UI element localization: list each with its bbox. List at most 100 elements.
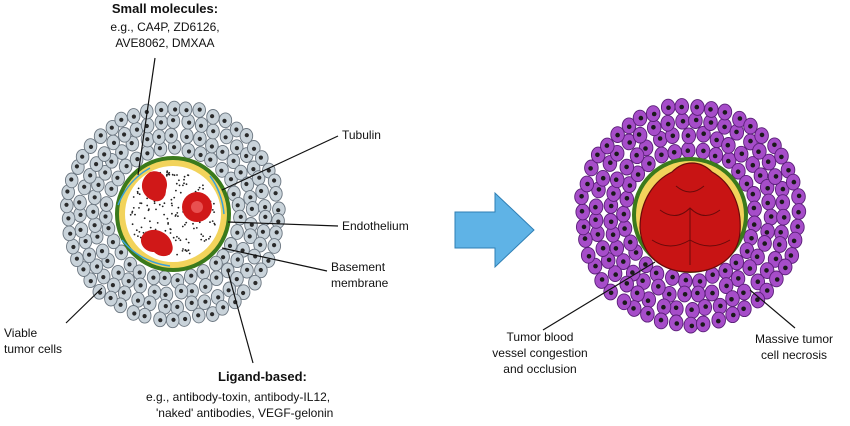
cell-nucleus xyxy=(228,177,234,182)
plasma-dot xyxy=(171,212,173,215)
cell-nucleus xyxy=(779,154,784,160)
cell-nucleus xyxy=(756,149,761,154)
plasma-dot xyxy=(147,209,150,212)
cell-nucleus xyxy=(197,107,202,112)
cell-nucleus xyxy=(157,146,162,151)
plasma-dot xyxy=(142,231,145,234)
cell-nucleus xyxy=(695,290,700,296)
cell-nucleus xyxy=(755,279,761,285)
cell-nucleus xyxy=(109,159,114,164)
plasma-dot xyxy=(149,226,152,229)
cell-nucleus xyxy=(657,136,663,141)
cell-nucleus xyxy=(729,297,734,302)
cell-nucleus xyxy=(779,199,785,205)
cell-nucleus xyxy=(109,125,114,130)
cell-nucleus xyxy=(791,179,797,185)
cell-nucleus xyxy=(196,313,201,318)
cell-nucleus xyxy=(731,312,736,318)
ligand-based-examples-2: 'naked' antibodies, VEGF-gelonin xyxy=(156,406,334,420)
cell-nucleus xyxy=(596,187,602,192)
plasma-dot xyxy=(176,235,178,238)
cell-nucleus xyxy=(103,214,108,219)
cell-nucleus xyxy=(762,241,767,246)
cell-nucleus xyxy=(95,264,100,269)
cell-nucleus xyxy=(203,284,208,289)
cell-nucleus xyxy=(266,258,271,263)
cell-nucleus xyxy=(611,191,616,196)
basement-membrane-label-2: membrane xyxy=(331,276,389,290)
cell-nucleus xyxy=(134,127,140,132)
cell-nucleus xyxy=(263,205,268,210)
cell-nucleus xyxy=(634,152,639,158)
cell-nucleus xyxy=(124,164,129,169)
cell-nucleus xyxy=(796,209,801,215)
cell-nucleus xyxy=(172,145,177,150)
plasma-dot xyxy=(137,235,139,238)
plasma-dot xyxy=(213,202,215,205)
cell-nucleus xyxy=(685,148,691,153)
rbc-outlines xyxy=(651,185,731,265)
cell-nucleus xyxy=(754,254,760,259)
cell-nucleus xyxy=(66,216,71,221)
cell-nucleus xyxy=(253,280,258,286)
cell-nucleus xyxy=(78,227,83,232)
plasma-dot xyxy=(138,193,141,196)
cell-nucleus xyxy=(626,124,632,130)
cell-nucleus xyxy=(116,270,121,275)
plasma-dot xyxy=(186,174,189,177)
plasma-dot xyxy=(140,226,143,229)
cell-nucleus xyxy=(184,134,189,140)
tumor-necrosis-label-2: cell necrosis xyxy=(760,348,828,362)
cell-nucleus xyxy=(197,136,202,141)
cell-nucleus xyxy=(235,257,240,262)
cell-nucleus xyxy=(95,234,100,239)
plasma-dot xyxy=(198,186,201,189)
cell-nucleus xyxy=(106,226,111,231)
cell-nucleus xyxy=(105,258,110,263)
plasma-dot xyxy=(171,173,174,176)
cell-nucleus xyxy=(222,118,227,123)
plasma-dot xyxy=(188,252,191,255)
cell-nucleus xyxy=(685,133,691,138)
cell-nucleus xyxy=(119,250,124,255)
cell-nucleus xyxy=(588,166,593,171)
basement-membrane-label-1: Basement xyxy=(331,260,386,274)
cell-nucleus xyxy=(183,316,188,322)
cell-nucleus xyxy=(739,151,745,157)
plasma-dot xyxy=(209,235,212,238)
tumor-necrosis-label-1: Massive tumor xyxy=(754,332,834,346)
cell-nucleus xyxy=(736,276,741,281)
cell-nucleus xyxy=(716,318,721,324)
cell-nucleus xyxy=(750,162,756,168)
plasma-dot xyxy=(163,202,166,205)
cell-nucleus xyxy=(624,281,630,286)
cell-nucleus xyxy=(772,142,777,148)
cell-nucleus xyxy=(661,304,666,310)
cell-nucleus xyxy=(219,168,224,173)
cell-nucleus xyxy=(693,117,699,123)
cell-nucleus xyxy=(593,263,598,269)
cell-nucleus xyxy=(679,104,684,110)
cell-nucleus xyxy=(635,172,641,177)
cell-nucleus xyxy=(118,150,123,155)
plasma-dot xyxy=(138,231,141,233)
cell-nucleus xyxy=(88,144,94,149)
cell-nucleus xyxy=(135,298,141,303)
cell-nucleus xyxy=(666,291,672,297)
plasma-dot xyxy=(177,206,180,209)
cell-nucleus xyxy=(226,268,231,273)
cell-nucleus xyxy=(146,300,151,305)
blood-vessel-before xyxy=(115,156,231,272)
cell-nucleus xyxy=(235,203,240,208)
cell-nucleus xyxy=(71,244,76,250)
cell-nucleus xyxy=(745,249,750,254)
cell-nucleus xyxy=(83,239,88,244)
cell-nucleus xyxy=(74,256,79,261)
cell-nucleus xyxy=(102,152,107,157)
plasma-dot xyxy=(185,250,188,253)
cell-nucleus xyxy=(226,288,231,293)
cell-nucleus xyxy=(122,132,127,137)
cell-nucleus xyxy=(674,321,680,326)
cell-nucleus xyxy=(152,289,157,294)
